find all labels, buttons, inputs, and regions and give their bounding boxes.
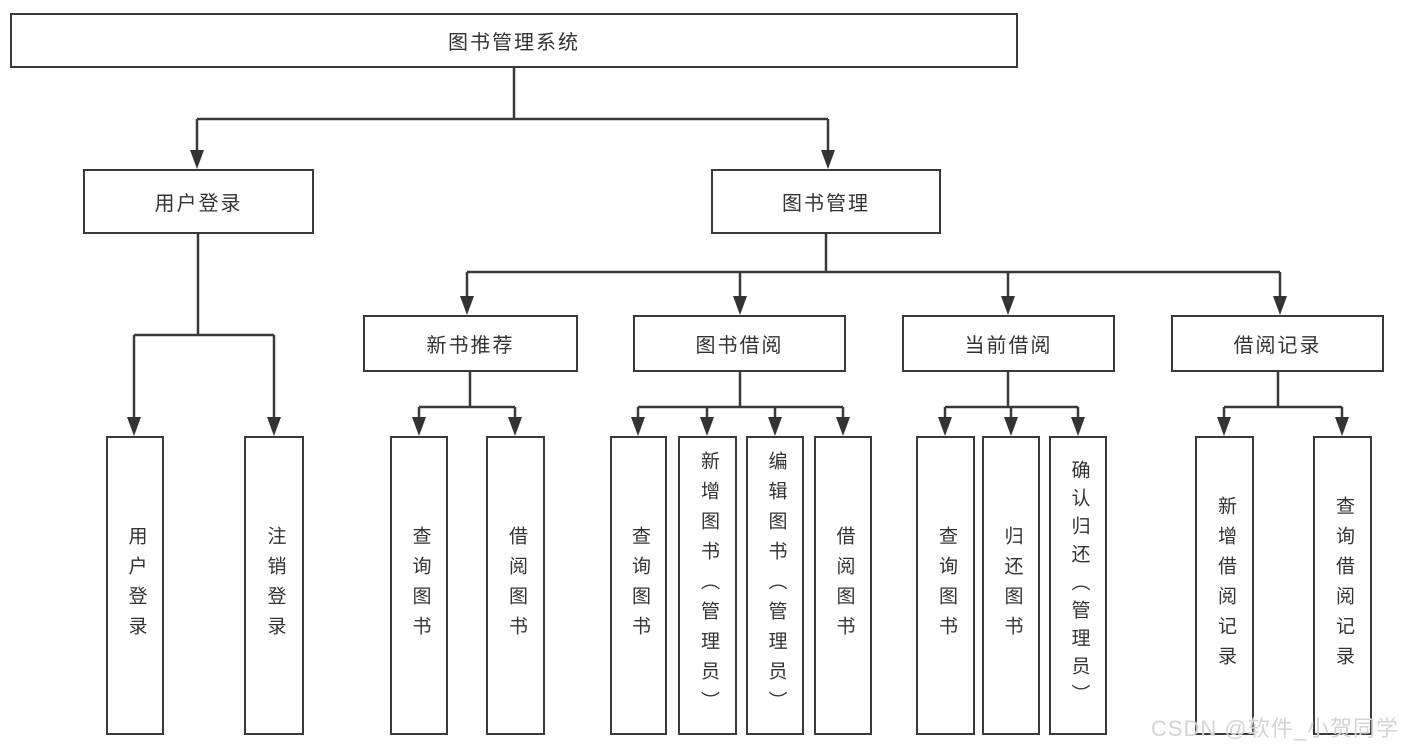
leaf-label: 用户登录 (125, 525, 147, 646)
leaf-return-books: 归还图书 (982, 436, 1040, 735)
leaf-label: 查询借阅记录 (1332, 495, 1354, 676)
leaf-edit-books-admin: 编辑图书（管理员） (746, 436, 804, 735)
node-label: 当前借阅 (964, 335, 1053, 357)
leaf-label: 新增借阅记录 (1214, 495, 1236, 676)
leaf-logout: 注销登录 (244, 436, 304, 735)
leaf-add-borrow-record: 新增借阅记录 (1195, 436, 1254, 735)
leaf-query-books-recommend: 查询图书 (390, 436, 448, 735)
leaf-confirm-return-admin: 确认归还（管理员） (1049, 436, 1107, 735)
node-label: 新书推荐 (426, 335, 515, 357)
node-label: 借阅记录 (1233, 335, 1322, 357)
arrowheads (127, 150, 1349, 436)
leaf-label: 编辑图书（管理员） (765, 450, 787, 721)
leaf-label: 查询图书 (628, 525, 650, 646)
node-book-management: 图书管理 (711, 169, 941, 234)
leaf-query-borrow-record: 查询借阅记录 (1313, 436, 1372, 735)
leaf-label: 归还图书 (1001, 525, 1023, 646)
leaf-label: 新增图书（管理员） (697, 450, 719, 721)
node-root-library-system: 图书管理系统 (10, 13, 1018, 68)
leaf-query-books-current: 查询图书 (916, 436, 975, 735)
leaf-label: 确认归还（管理员） (1068, 459, 1090, 712)
csdn-watermark: CSDN @软件_小贺同学 (1150, 716, 1399, 741)
leaf-label: 查询图书 (935, 525, 957, 646)
leaf-borrow-books: 借阅图书 (814, 436, 872, 735)
node-label: 图书管理 (782, 193, 870, 215)
node-borrow-records: 借阅记录 (1171, 315, 1384, 372)
leaf-add-books-admin: 新增图书（管理员） (678, 436, 737, 735)
node-label: 图书管理系统 (448, 32, 580, 54)
leaf-borrow-books-recommend: 借阅图书 (486, 436, 545, 735)
leaf-label: 查询图书 (409, 525, 431, 646)
node-user-login: 用户登录 (83, 169, 314, 234)
node-current-borrow: 当前借阅 (902, 315, 1115, 372)
leaf-user-login: 用户登录 (106, 436, 164, 735)
leaf-query-books-borrow: 查询图书 (610, 436, 667, 735)
leaf-label: 注销登录 (264, 525, 286, 646)
leaf-label: 借阅图书 (505, 525, 527, 646)
node-label: 图书借阅 (695, 335, 784, 357)
node-new-book-recommend: 新书推荐 (363, 315, 578, 372)
node-label: 用户登录 (154, 193, 243, 215)
node-book-borrow: 图书借阅 (633, 315, 846, 372)
leaf-label: 借阅图书 (833, 525, 855, 646)
